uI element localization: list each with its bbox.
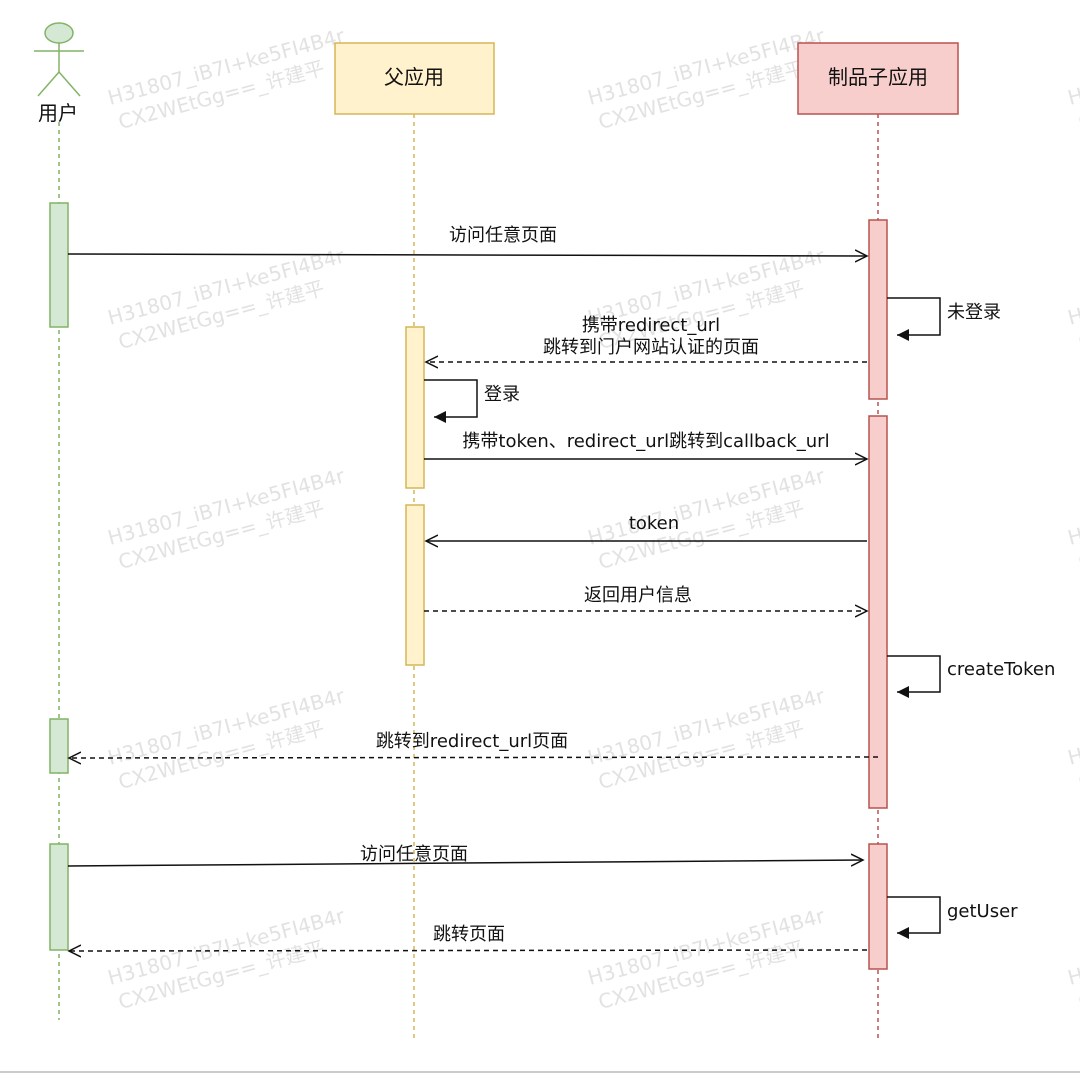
message-arrow	[67, 254, 867, 256]
message-label: 访问任意页面	[360, 844, 468, 865]
child-activation-bar	[868, 843, 888, 970]
user-activation-bar	[49, 718, 69, 774]
watermark-line: H31807_iB7I+ke5FI4B4r	[1065, 683, 1080, 770]
message-label: 返回用户信息	[584, 585, 692, 606]
message-arrow	[69, 757, 879, 758]
parent-activation-bar	[405, 326, 425, 489]
user-activation-bar	[49, 202, 69, 328]
user-activation-bar	[49, 843, 69, 951]
message-label: 未登录	[947, 302, 1001, 323]
watermark-line: H31807_iB7I+ke5FI4B4r	[1065, 23, 1080, 110]
user-actor-label: 用户	[38, 101, 78, 125]
message-label: getUser	[947, 901, 1018, 922]
self-call-arrow	[887, 896, 941, 939]
user-actor-icon	[34, 22, 84, 97]
watermark-line: H31807_iB7I+ke5FI4B4r	[1065, 463, 1080, 550]
message-label: 登录	[484, 384, 520, 405]
message-arrow	[67, 860, 863, 866]
message-label: createToken	[947, 659, 1055, 680]
message-label: 跳转到redirect_url页面	[376, 731, 568, 752]
child-header-box	[797, 42, 959, 115]
self-call-arrow	[887, 297, 941, 341]
message-label: token	[629, 513, 679, 534]
message-label: 跳转页面	[433, 924, 505, 945]
parent-header-label: 父应用	[384, 65, 444, 89]
child-header-label: 制品子应用	[828, 65, 928, 89]
message-label: 访问任意页面	[449, 225, 557, 246]
child-activation-bar	[868, 415, 888, 809]
watermark-line: H31807_iB7I+ke5FI4B4r	[1065, 903, 1080, 990]
self-call-arrow	[887, 655, 941, 698]
message-label: 跳转到门户网站认证的页面	[543, 337, 759, 358]
message-arrow	[69, 950, 868, 951]
message-label: 携带redirect_url	[582, 315, 720, 336]
parent-header-box	[334, 42, 495, 115]
watermark-line: H31807_iB7I+ke5FI4B4r	[1065, 243, 1080, 330]
message-label: 携带token、redirect_url跳转到callback_url	[462, 431, 829, 452]
self-call-arrow	[424, 379, 478, 423]
parent-activation-bar	[405, 504, 425, 666]
child-activation-bar	[868, 219, 888, 400]
